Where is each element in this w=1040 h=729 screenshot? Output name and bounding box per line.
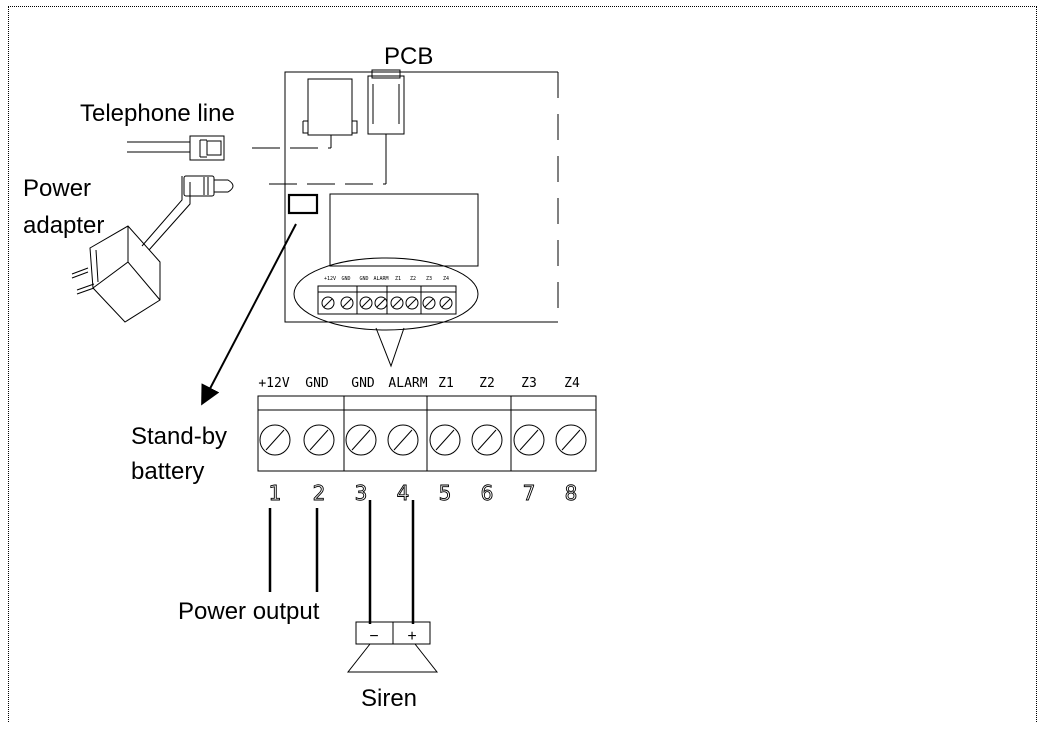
terminal-screw-slot-2 xyxy=(309,429,329,451)
mini-terminal-slot-7 xyxy=(424,298,434,308)
siren-minus: − xyxy=(369,628,378,645)
pcb-module xyxy=(329,193,479,267)
telephone-line-label: Telephone line xyxy=(80,100,235,127)
mini-terminal-name-1: +12V xyxy=(324,276,336,282)
terminal-screw-7 xyxy=(513,424,545,456)
mini-terminal-name-4: ALARM xyxy=(373,276,388,282)
terminal-screw-6 xyxy=(471,424,503,456)
mini-terminal-screw-8 xyxy=(439,296,453,310)
power-plug xyxy=(183,175,215,197)
terminal-name-4: ALARM xyxy=(388,376,427,391)
terminal-numbers: 1 2 3 4 5 6 7 8 xyxy=(268,481,578,506)
battery-connector xyxy=(287,193,319,215)
standby-battery-label-line2: battery xyxy=(131,458,204,485)
terminal-number-6: 6 xyxy=(481,481,494,505)
terminal-name-8: Z4 xyxy=(564,376,580,391)
terminal-name-7: Z3 xyxy=(521,376,537,391)
terminal-number-4: 4 xyxy=(397,481,410,505)
pcb-label: PCB xyxy=(384,43,433,70)
terminal-number-8: 8 xyxy=(565,481,578,505)
terminal-callout-ellipse xyxy=(293,257,479,331)
terminal-screw-slot-6 xyxy=(477,429,497,451)
power-output-label: Power output xyxy=(178,598,320,625)
terminal-screw-slot-3 xyxy=(351,429,371,451)
terminal-screw-slot-5 xyxy=(435,429,455,451)
siren-horn xyxy=(346,643,439,673)
terminal-screw-slot-4 xyxy=(393,429,413,451)
mini-terminal-screw-3 xyxy=(359,296,373,310)
mini-terminal-name-3: GND xyxy=(359,276,368,282)
terminal-screw-2 xyxy=(303,424,335,456)
diagram-frame xyxy=(8,6,1037,722)
siren xyxy=(346,621,439,673)
terminal-name-6: Z2 xyxy=(479,376,495,391)
terminal-name-2: GND xyxy=(305,376,329,391)
terminal-screw-4 xyxy=(387,424,419,456)
mini-terminal-labels: +12V GND GND ALARM Z1 Z2 Z3 Z4 xyxy=(324,276,449,282)
terminal-number-1: 1 xyxy=(269,481,282,505)
standby-battery-label-line1: Stand-by xyxy=(131,423,227,450)
siren-label: Siren xyxy=(361,685,417,712)
mini-terminal-slot-2 xyxy=(342,298,352,308)
mini-terminal-name-2: GND xyxy=(341,276,350,282)
mini-terminal-slot-6 xyxy=(407,298,417,308)
power-adapter-label-line2: adapter xyxy=(23,212,104,239)
terminal-screw-3 xyxy=(345,424,377,456)
mini-terminal-name-5: Z1 xyxy=(395,276,401,282)
terminal-screws xyxy=(259,424,587,456)
mini-terminal-name-8: Z4 xyxy=(443,276,449,282)
output-wires xyxy=(268,500,415,624)
terminal-screw-slot-1 xyxy=(265,429,285,451)
terminal-block xyxy=(257,395,597,472)
mini-terminal-screw-2 xyxy=(340,296,354,310)
terminal-number-5: 5 xyxy=(439,481,452,505)
mini-terminal-slot-1 xyxy=(323,298,333,308)
terminal-screw-1 xyxy=(259,424,291,456)
telephone-cable xyxy=(127,135,225,161)
power-adapter-label-line1: Power xyxy=(23,175,91,202)
terminal-screw-8 xyxy=(555,424,587,456)
mini-terminal-screw-5 xyxy=(390,296,404,310)
terminal-screw-5 xyxy=(429,424,461,456)
terminal-screw-slot-8 xyxy=(561,429,581,451)
pcb-board xyxy=(252,69,559,331)
terminal-number-2: 2 xyxy=(313,481,326,505)
terminal-names: +12V GND GND ALARM Z1 Z2 Z3 Z4 xyxy=(258,376,580,391)
battery-arrow xyxy=(201,223,297,406)
terminal-name-3: GND xyxy=(351,376,375,391)
mini-terminal-screw-1 xyxy=(321,296,335,310)
mini-terminal-slot-5 xyxy=(392,298,402,308)
mini-terminal-slot-8 xyxy=(441,298,451,308)
mini-terminal-screw-6 xyxy=(405,296,419,310)
terminal-number-7: 7 xyxy=(523,481,536,505)
pcb-relay xyxy=(307,78,353,136)
mini-terminal-screws xyxy=(321,296,453,310)
terminal-name-5: Z1 xyxy=(438,376,454,391)
telephone-plug xyxy=(189,135,225,161)
callout-pointer xyxy=(375,327,405,368)
power-adapter xyxy=(71,175,234,323)
mini-terminal-name-6: Z2 xyxy=(410,276,416,282)
mini-terminal-slot-4 xyxy=(376,298,386,308)
mini-terminal-name-7: Z3 xyxy=(426,276,432,282)
terminal-number-3: 3 xyxy=(355,481,368,505)
terminal-screw-slot-7 xyxy=(519,429,539,451)
adapter-body xyxy=(89,225,161,323)
mini-terminal-slot-3 xyxy=(361,298,371,308)
terminal-name-1: +12V xyxy=(258,376,289,391)
siren-plus: + xyxy=(407,628,416,645)
mini-terminal-screw-7 xyxy=(422,296,436,310)
mini-terminal-screw-4 xyxy=(374,296,388,310)
